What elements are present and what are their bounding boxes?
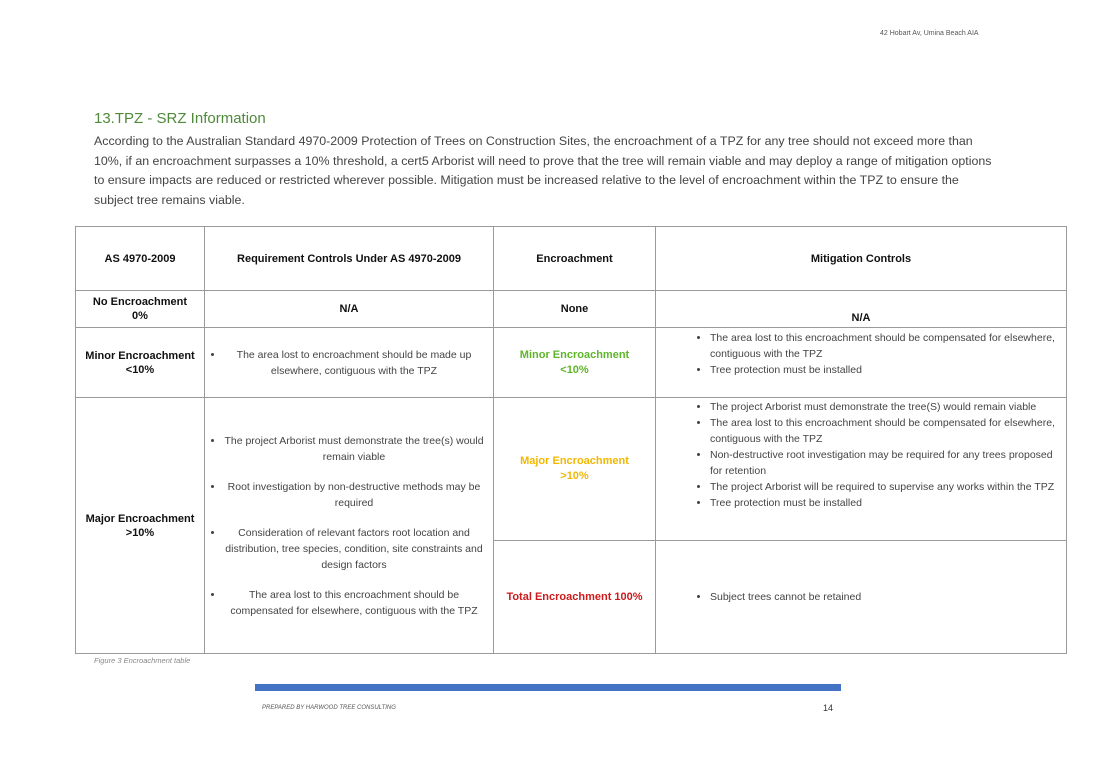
list-item: The area lost to this encroachment shoul…: [710, 415, 1057, 447]
list-item: Consideration of relevant factors root l…: [224, 525, 484, 573]
list-item: The project Arborist must demonstrate th…: [224, 433, 484, 465]
list-item: The project Arborist will be required to…: [710, 479, 1057, 495]
minor-mitigations: The area lost to this encroachment shoul…: [655, 327, 1067, 398]
header-address: 42 Hobart Av, Umina Beach AIA: [880, 30, 979, 37]
page-number: 14: [823, 703, 834, 713]
list-item: The area lost to encroachment should be …: [224, 347, 484, 379]
no-encroachment-level: No Encroachment 0%: [75, 290, 205, 328]
no-encroachment-level-value: 0%: [132, 310, 148, 322]
minor-mitigation-list: The area lost to this encroachment shoul…: [657, 330, 1065, 378]
major-mitigation-list: The project Arborist must demonstrate th…: [657, 399, 1065, 511]
footer-divider: [255, 684, 841, 691]
minor-requirements: The area lost to encroachment should be …: [204, 327, 494, 398]
minor-requirements-list: The area lost to encroachment should be …: [206, 347, 492, 379]
figure-caption: Figure 3 Encroachment table: [94, 656, 191, 665]
total-mitigation-list: Subject trees cannot be retained: [657, 589, 1065, 605]
intro-paragraph: According to the Australian Standard 497…: [94, 134, 992, 207]
no-encroachment-mitigation: N/A: [655, 290, 1067, 328]
list-item: The area lost to this encroachment shoul…: [224, 587, 484, 619]
list-item: The project Arborist must demonstrate th…: [710, 399, 1057, 415]
minor-encroachment-level: Minor Encroachment <10%: [75, 327, 205, 398]
list-item: The area lost to this encroachment shoul…: [710, 330, 1057, 362]
header-mitigation: Mitigation Controls: [655, 226, 1067, 291]
total-encroachment-value: Total Encroachment 100%: [493, 540, 656, 654]
header-standard: AS 4970-2009: [75, 226, 205, 291]
encroachment-table: AS 4970-2009 Requirement Controls Under …: [75, 226, 1067, 654]
minor-level-value: <10%: [125, 363, 155, 376]
table-row-total-encroachment: Total Encroachment 100% Subject trees ca…: [76, 540, 1067, 654]
major-requirements-list: The project Arborist must demonstrate th…: [206, 433, 492, 619]
header-encroachment: Encroachment: [493, 226, 656, 291]
major-encroachment-value: Major Encroachment >10%: [493, 397, 656, 541]
header-requirements: Requirement Controls Under AS 4970-2009: [204, 226, 494, 291]
major-level-label: Major Encroachment: [85, 512, 195, 525]
table-row-major-encroachment: Major Encroachment >10% The project Arbo…: [75, 397, 1067, 654]
no-encroachment-requirement: N/A: [204, 290, 494, 328]
major-level-value: >10%: [125, 526, 155, 539]
major-encroachment-label: Major Encroachment: [520, 455, 629, 467]
total-mitigations: Subject trees cannot be retained: [655, 540, 1067, 654]
minor-level-label: Minor Encroachment: [85, 349, 195, 362]
minor-encroachment-label: Minor Encroachment: [519, 348, 630, 361]
no-encroachment-value: None: [493, 290, 656, 328]
footer-prepared-by: PREPARED BY HARWOOD TREE CONSULTING: [262, 705, 396, 711]
list-item: Non-destructive root investigation may b…: [710, 447, 1057, 479]
minor-encroachment-value: Minor Encroachment <10%: [493, 327, 656, 398]
list-item: Tree protection must be installed: [710, 362, 1057, 378]
table-row-no-encroachment: No Encroachment 0% N/A None N/A: [75, 290, 1067, 328]
major-encroachment-percent: >10%: [560, 470, 589, 482]
no-encroachment-level-label: No Encroachment: [92, 296, 188, 308]
list-item: Root investigation by non-destructive me…: [224, 479, 484, 511]
list-item: Tree protection must be installed: [710, 495, 1057, 511]
major-mitigations: The project Arborist must demonstrate th…: [655, 397, 1067, 541]
table-header-row: AS 4970-2009 Requirement Controls Under …: [75, 226, 1067, 291]
table-row-minor-encroachment: Minor Encroachment <10% The area lost to…: [75, 327, 1067, 398]
major-requirements: The project Arborist must demonstrate th…: [204, 397, 494, 654]
minor-encroachment-percent: <10%: [560, 363, 589, 376]
section-title: 13.TPZ - SRZ Information: [94, 110, 266, 127]
major-encroachment-level: Major Encroachment >10%: [75, 397, 205, 654]
list-item: Subject trees cannot be retained: [710, 589, 1057, 605]
